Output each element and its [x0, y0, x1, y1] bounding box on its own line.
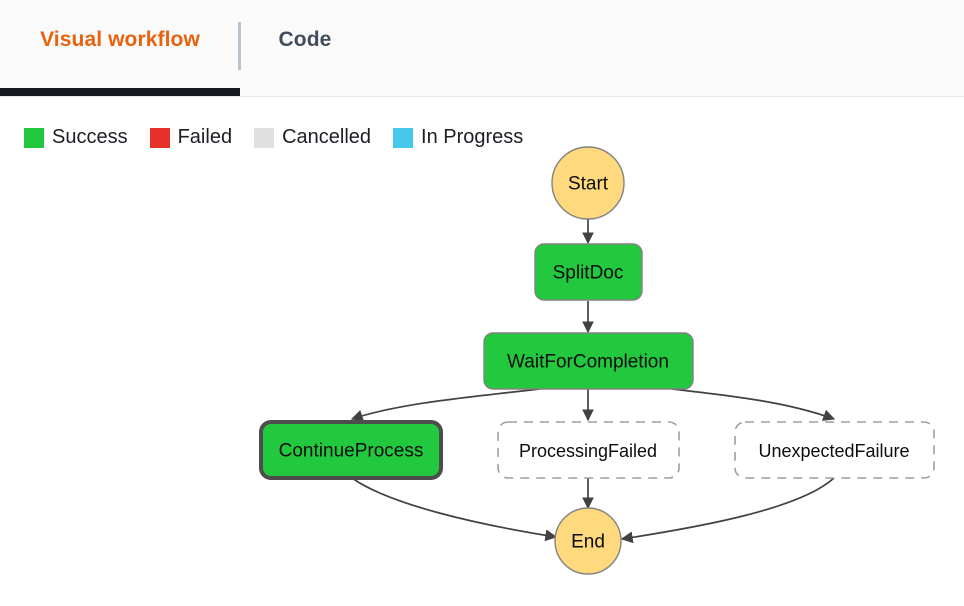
- legend-label-in-progress: In Progress: [421, 126, 524, 148]
- node-waitforcompletion[interactable]: WaitForCompletion: [483, 332, 694, 390]
- legend-item-cancelled: Cancelled: [254, 126, 371, 149]
- workflow-graph[interactable]: Start SplitDoc WaitForCompletion Continu…: [0, 97, 964, 606]
- legend-item-failed: Failed: [149, 126, 233, 149]
- node-start[interactable]: Start: [551, 146, 625, 220]
- edge-unexpectedfailure-end: [620, 477, 835, 544]
- node-splitdoc[interactable]: SplitDoc: [534, 243, 643, 301]
- legend-label-failed: Failed: [177, 126, 233, 148]
- node-processingfailed-shape[interactable]: [497, 421, 680, 479]
- node-processingfailed[interactable]: ProcessingFailed: [497, 421, 680, 479]
- active-tab-indicator: [0, 88, 240, 96]
- tab-visual-workflow[interactable]: Visual workflow: [0, 0, 240, 93]
- node-unexpectedfailure-shape[interactable]: [734, 421, 935, 479]
- node-start-shape[interactable]: [551, 146, 625, 220]
- legend-item-success: Success: [24, 126, 128, 149]
- legend-swatch-failed: [149, 127, 170, 148]
- tab-divider: [238, 22, 241, 70]
- node-end-shape[interactable]: [554, 507, 622, 575]
- tab-code[interactable]: Code: [240, 0, 370, 93]
- edge-continueprocess-end: [351, 477, 558, 542]
- tab-visual-workflow-label: Visual workflow: [40, 27, 200, 51]
- edge-waitforcompletion-continueprocess: [350, 388, 541, 422]
- legend-swatch-in-progress: [393, 127, 414, 148]
- node-end[interactable]: End: [554, 507, 622, 575]
- node-waitforcompletion-shape[interactable]: [483, 332, 694, 390]
- legend-swatch-cancelled: [254, 127, 275, 148]
- edge-waitforcompletion-unexpectedfailure: [671, 388, 836, 421]
- node-splitdoc-shape[interactable]: [534, 243, 643, 301]
- tab-bar: Visual workflow Code: [0, 0, 964, 97]
- legend-label-cancelled: Cancelled: [282, 126, 372, 148]
- legend-item-in-progress: In Progress: [393, 126, 523, 149]
- node-unexpectedfailure[interactable]: UnexpectedFailure: [734, 421, 935, 479]
- legend-label-success: Success: [52, 126, 128, 148]
- tab-code-label: Code: [278, 27, 332, 51]
- status-legend: Success Failed Cancelled In Progress: [24, 126, 523, 149]
- node-continueprocess[interactable]: ContinueProcess: [259, 420, 443, 480]
- node-continueprocess-shape[interactable]: [259, 420, 443, 480]
- legend-swatch-success: [24, 127, 44, 148]
